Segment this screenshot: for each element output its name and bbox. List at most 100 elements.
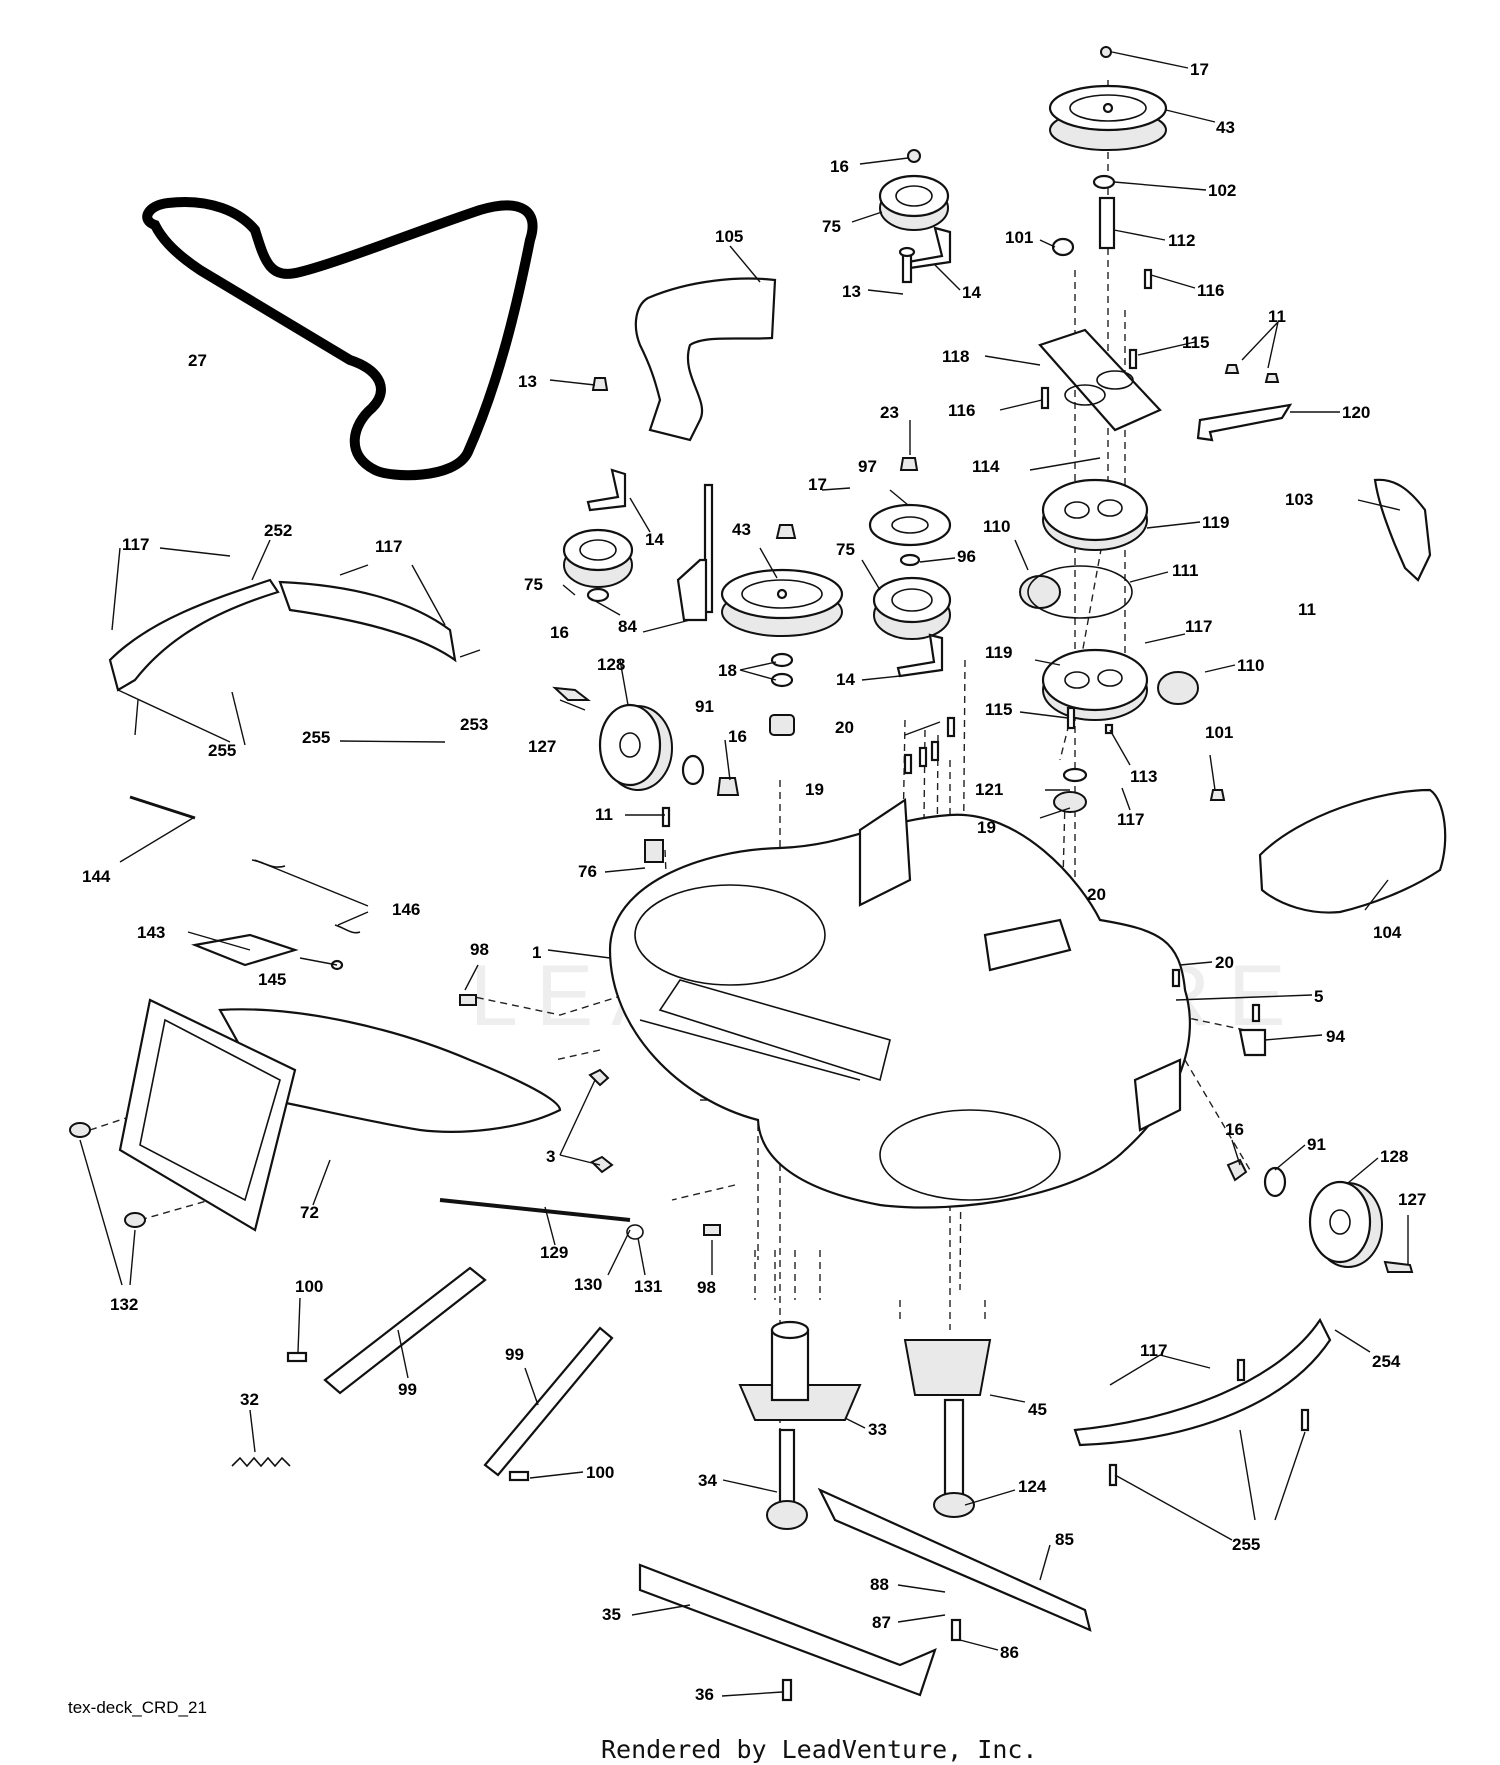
callout-145: 145 [258, 970, 286, 989]
callout-127: 127 [528, 737, 556, 756]
callout-127: 127 [1398, 1190, 1426, 1209]
callout-75: 75 [822, 217, 841, 236]
callout-146: 146 [392, 900, 420, 919]
callout-110: 110 [1237, 656, 1264, 675]
callout-101: 101 [1005, 228, 1033, 247]
nut [590, 1155, 614, 1174]
discharge-chute [118, 998, 562, 1232]
mower-deck-shell [608, 798, 1191, 1209]
callout-117: 117 [1140, 1341, 1167, 1360]
drive-pulley-middle [720, 524, 844, 736]
callout-75: 75 [524, 575, 543, 594]
idler-pulley-left [562, 377, 634, 603]
callout-116: 116 [1197, 281, 1224, 300]
bolt [661, 806, 671, 828]
callout-14: 14 [962, 283, 981, 302]
callout-112: 112 [1168, 231, 1195, 250]
callout-14: 14 [645, 530, 664, 549]
callout-115: 115 [985, 700, 1012, 719]
callout-23: 23 [880, 403, 899, 422]
callout-13: 13 [518, 372, 537, 391]
baffle-103 [1373, 478, 1432, 582]
callout-87: 87 [872, 1613, 891, 1632]
callout-252: 252 [264, 521, 292, 540]
blade-35 [638, 1563, 937, 1697]
callout-84: 84 [618, 617, 637, 636]
spindle-housing-45 [903, 1339, 992, 1518]
callout-130: 130 [574, 1275, 602, 1294]
callout-76: 76 [578, 862, 597, 881]
nut [588, 1068, 610, 1087]
callout-43: 43 [1216, 118, 1235, 137]
blade-bolt [781, 1678, 793, 1702]
bolt [1224, 364, 1240, 374]
callout-255: 255 [208, 741, 236, 760]
callout-27: 27 [188, 351, 207, 370]
belt [142, 197, 538, 481]
footer-credit: Rendered by LeadVenture, Inc. [601, 1735, 1038, 1764]
callout-255: 255 [302, 728, 330, 747]
bolt [1236, 1358, 1246, 1382]
callout-104: 104 [1373, 923, 1402, 942]
callout-14: 14 [836, 670, 855, 689]
gauge-wheel-left [552, 686, 740, 796]
callout-85: 85 [1055, 1530, 1074, 1549]
gear-set [1019, 478, 1226, 813]
callout-117: 117 [1185, 617, 1212, 636]
axle-mount [644, 839, 664, 863]
callout-11: 11 [1268, 307, 1286, 326]
callout-45: 45 [1028, 1400, 1047, 1419]
deflector-plate [634, 277, 777, 442]
callout-18: 18 [718, 661, 737, 680]
bolt [459, 994, 477, 1006]
callout-111: 111 [1172, 561, 1199, 580]
callout-19: 19 [977, 818, 996, 837]
callout-120: 120 [1342, 403, 1370, 422]
callout-103: 103 [1285, 490, 1313, 509]
baffle-253 [278, 580, 457, 663]
callout-119: 119 [1202, 513, 1229, 532]
callout-128: 128 [597, 655, 625, 674]
idler-pulley-right [868, 457, 952, 678]
callout-118: 118 [942, 347, 969, 366]
callout-97: 97 [858, 457, 877, 476]
bracket-94 [1171, 968, 1267, 1057]
baffle-rod-assembly [129, 795, 361, 971]
callout-100: 100 [295, 1277, 323, 1296]
callout-96: 96 [957, 547, 976, 566]
callout-16: 16 [728, 727, 747, 746]
callout-86: 86 [1000, 1643, 1019, 1662]
callout-129: 129 [540, 1243, 568, 1262]
callout-117: 117 [1117, 810, 1144, 829]
callout-34: 34 [698, 1471, 717, 1490]
clip [626, 1224, 644, 1240]
callout-255: 255 [1232, 1535, 1260, 1554]
idler-pulley-top [878, 149, 952, 284]
callout-5: 5 [1314, 987, 1323, 1006]
callout-99: 99 [505, 1345, 524, 1364]
callout-91: 91 [1307, 1135, 1326, 1154]
baffle-104 [1258, 788, 1447, 914]
callout-16: 16 [550, 623, 569, 642]
callout-101: 101 [1205, 723, 1233, 742]
callout-114: 114 [972, 457, 1000, 476]
pin [286, 1351, 308, 1363]
callout-20: 20 [1215, 953, 1234, 972]
bolt [1300, 1408, 1310, 1432]
lift-bracket [1196, 403, 1293, 442]
callout-13: 13 [842, 282, 861, 301]
callout-94: 94 [1326, 1027, 1345, 1046]
wing-nut [69, 1122, 91, 1138]
callout-16: 16 [1225, 1120, 1244, 1139]
callout-19: 19 [805, 780, 824, 799]
callout-128: 128 [1380, 1147, 1408, 1166]
callout-144: 144 [82, 867, 111, 886]
callout-43: 43 [732, 520, 751, 539]
callout-91: 91 [695, 697, 714, 716]
callout-121: 121 [975, 780, 1003, 799]
callout-33: 33 [868, 1420, 887, 1439]
callout-254: 254 [1372, 1352, 1401, 1371]
callout-11: 11 [595, 805, 613, 824]
callout-124: 124 [1018, 1477, 1047, 1496]
